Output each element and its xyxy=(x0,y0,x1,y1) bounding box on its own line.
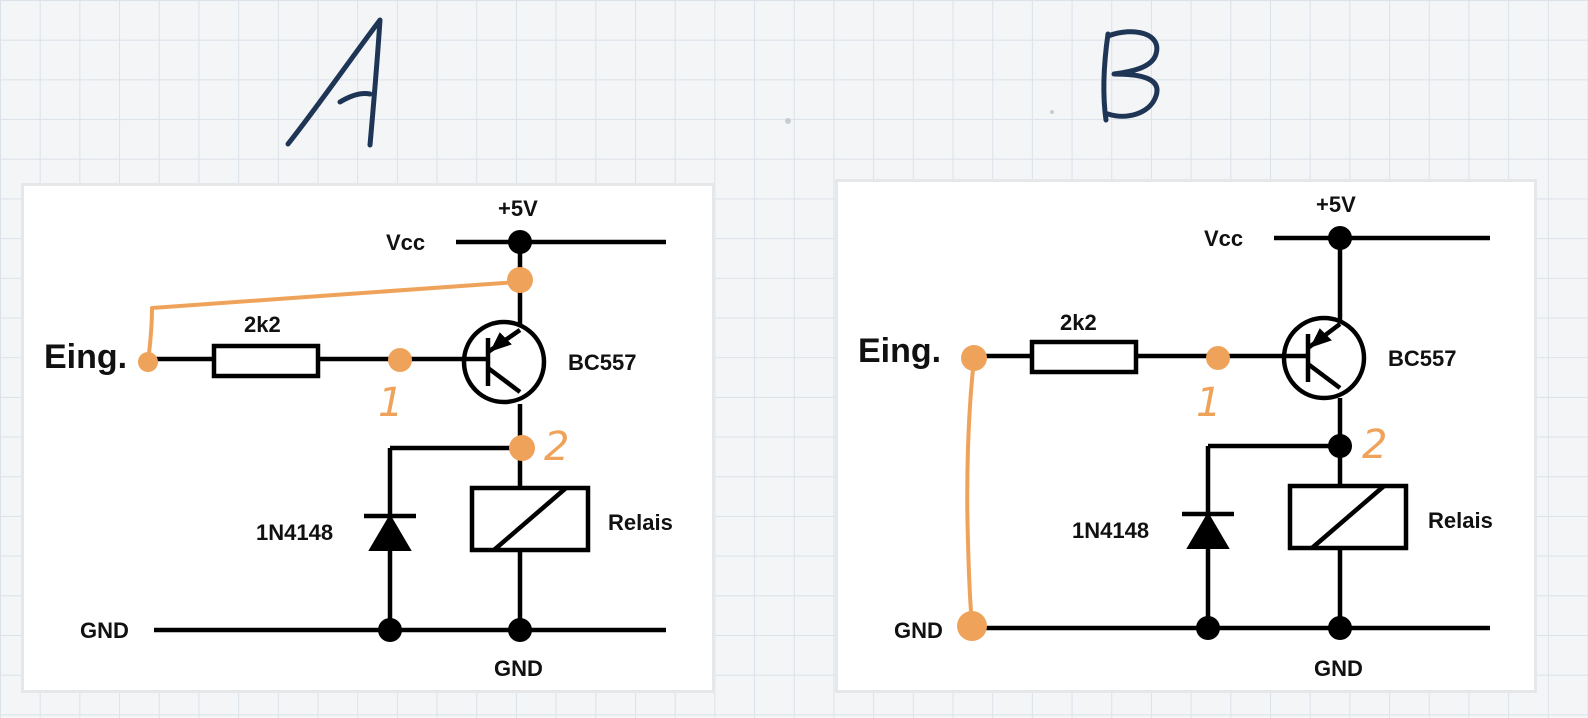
relay-coil xyxy=(469,485,591,553)
relay-label: Relais xyxy=(1428,508,1493,533)
supply-label: +5V xyxy=(1316,192,1356,217)
annotation-dot-gnd xyxy=(957,611,987,641)
resistor xyxy=(1029,339,1139,375)
annotation-marker-1: 1 xyxy=(378,380,403,426)
annotation-marker-2: 2 xyxy=(1362,422,1387,468)
annotation-marker-1: 1 xyxy=(1196,380,1221,426)
annotation-dot-1 xyxy=(388,348,412,372)
gnd-bottom-label: GND xyxy=(1314,656,1363,681)
annotation-dot-1 xyxy=(1206,346,1230,370)
annotation-dot-input xyxy=(138,352,158,372)
junction-vcc xyxy=(508,230,532,254)
transistor-label: BC557 xyxy=(1388,346,1456,371)
annotation-dot-2 xyxy=(509,435,535,461)
resistor-label: 2k2 xyxy=(1060,310,1097,335)
circuit-card-b: +5V Vcc Eing. 2k2 BC557 1N4148 Relais GN… xyxy=(838,182,1534,690)
gnd-bottom-label: GND xyxy=(494,656,543,681)
handwritten-letter-b xyxy=(1101,29,1160,123)
diode xyxy=(1182,511,1234,549)
circuit-card-a: +5V Vcc Eing. 2k2 BC557 1N4148 Relais GN… xyxy=(24,186,712,690)
junction-gnd-relay xyxy=(1328,616,1352,640)
junction-collector xyxy=(1328,434,1352,458)
gnd-left-label: GND xyxy=(80,618,129,643)
junction-vcc xyxy=(1328,226,1352,250)
paper-speck xyxy=(1050,110,1054,114)
gnd-left-label: GND xyxy=(894,618,943,643)
input-label: Eing. xyxy=(44,338,127,376)
circuit-diagram-b: +5V Vcc Eing. 2k2 BC557 1N4148 Relais GN… xyxy=(858,192,1493,681)
diode xyxy=(364,513,416,551)
resistor-label: 2k2 xyxy=(244,312,281,337)
annotation-marker-2: 2 xyxy=(544,424,569,470)
vcc-label: Vcc xyxy=(1204,226,1243,251)
relay-label: Relais xyxy=(608,510,673,535)
annotation-wire-input-to-vcc xyxy=(146,280,520,364)
junction-gnd-diode xyxy=(378,618,402,642)
input-label: Eing. xyxy=(858,332,941,370)
junction-gnd-diode xyxy=(1196,616,1220,640)
supply-label: +5V xyxy=(498,196,538,221)
diode-label: 1N4148 xyxy=(256,520,333,545)
relay-coil xyxy=(1287,483,1409,551)
diode-label: 1N4148 xyxy=(1072,518,1149,543)
handwritten-letter-a xyxy=(285,17,383,148)
vcc-label: Vcc xyxy=(386,230,425,255)
transistor-label: BC557 xyxy=(568,350,636,375)
annotation-dot-emitter xyxy=(507,267,533,293)
annotation-wire-input-to-gnd xyxy=(965,358,976,626)
transistor-pnp xyxy=(461,319,547,405)
junction-gnd-relay xyxy=(508,618,532,642)
paper-speck xyxy=(785,118,791,124)
resistor xyxy=(211,343,321,379)
transistor-pnp xyxy=(1281,315,1367,401)
annotation-dot-input xyxy=(961,345,987,371)
circuit-diagram-a: +5V Vcc Eing. 2k2 BC557 1N4148 Relais GN… xyxy=(44,196,673,681)
